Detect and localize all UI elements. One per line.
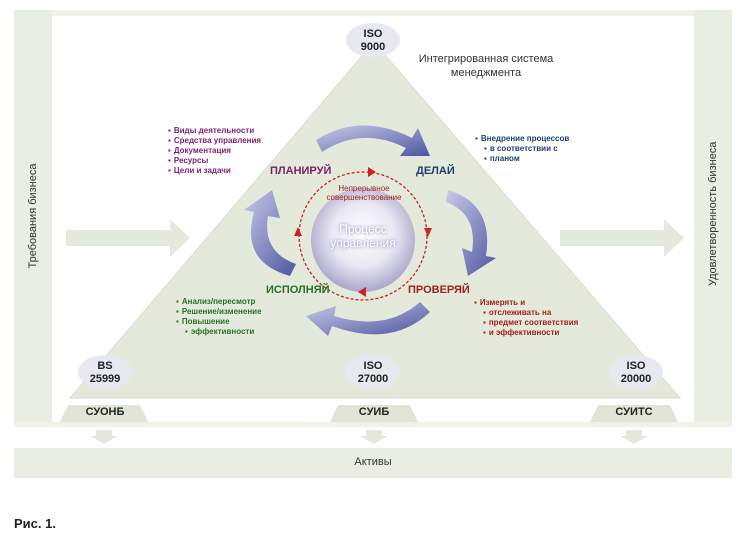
list-item: планом (475, 154, 569, 164)
suits-label: СУИТС (615, 406, 653, 418)
list-item-text: в соответствии с (489, 144, 558, 153)
bottom-platform-strip (14, 422, 732, 427)
act-to-plan-arrow (244, 190, 296, 276)
diagram-title: Интегрированная система менеджмента (418, 53, 554, 79)
plan-label: ПЛАНИРУЙ (270, 165, 332, 177)
left-side-label: Требования бизнеса (27, 163, 39, 269)
do-to-check-arrow (446, 190, 496, 276)
right-down-arrow (620, 430, 648, 444)
iso9000-badge (346, 23, 400, 57)
continuous-improvement-label: Непрерывное совершенствование (326, 184, 402, 202)
iso27000-badge (346, 355, 400, 389)
improvement-arrowhead-left (294, 227, 302, 236)
do-items-list: Внедрение процессов в соответствии с пла… (475, 134, 569, 164)
list-item: Измерять и (474, 298, 578, 308)
right-side-panel (694, 10, 732, 422)
left-side-panel (14, 10, 52, 422)
right-side-label: Удовлетворенность бизнеса (707, 141, 719, 286)
right-system-base (590, 405, 678, 422)
list-item-text: эффективности (190, 327, 255, 336)
act-label: ИСПОЛНЯЙ (266, 284, 330, 296)
list-item: Анализ/пересмотр (176, 297, 262, 307)
list-item: и эффективности (474, 328, 578, 338)
iso20000-badge (609, 355, 663, 389)
assets-label: Активы (354, 456, 392, 468)
check-to-act-arrow (306, 302, 430, 336)
center-system-base (330, 405, 418, 422)
improvement-arrowhead-top (368, 167, 376, 177)
list-item: отслеживать на (474, 308, 578, 318)
management-process-label: Процесс управления (330, 222, 396, 250)
list-item-text: планом (489, 154, 520, 163)
top-strip (52, 10, 694, 16)
list-item: Решение/изменение (176, 307, 262, 317)
list-item: эффективности (176, 327, 262, 337)
management-process-sphere (311, 188, 415, 292)
figure-caption: Рис. 1. (14, 516, 56, 531)
list-item: предмет соответствия (474, 318, 578, 328)
assets-bar (14, 448, 732, 478)
left-down-arrow (90, 430, 118, 444)
list-item: Повышение (176, 317, 262, 327)
center-down-arrow (360, 430, 388, 444)
do-label: ДЕЛАЙ (416, 165, 455, 177)
check-items-list: Измерять и отслеживать на предмет соотве… (474, 298, 578, 338)
list-item: в соответствии с (475, 144, 569, 154)
list-item-text: отслеживать на (488, 308, 552, 317)
improvement-arrowhead-right (424, 228, 432, 237)
list-item-text: и эффективности (488, 328, 560, 337)
check-label: ПРОВЕРЯЙ (408, 284, 470, 296)
list-item-text: предмет соответствия (488, 318, 579, 327)
list-item: Документация (168, 146, 261, 156)
left-input-arrow (66, 219, 190, 257)
act-items-list: Анализ/пересмотр Решение/изменение Повыш… (176, 297, 262, 337)
list-item: Средства управления (168, 136, 261, 146)
plan-items-list: Виды деятельности Средства управления До… (168, 126, 261, 176)
list-item: Виды деятельности (168, 126, 261, 136)
list-item: Ресурсы (168, 156, 261, 166)
left-system-base (60, 405, 148, 422)
suib-label: СУИБ (358, 406, 390, 418)
list-item: Внедрение процессов (475, 134, 569, 144)
plan-to-do-arrow (316, 125, 430, 156)
list-item: Цели и задачи (168, 166, 261, 176)
suonb-label: СУОНБ (85, 406, 125, 418)
bs25999-badge (78, 355, 132, 389)
improvement-arrowhead-bottom (358, 287, 366, 297)
right-output-arrow (560, 219, 684, 257)
